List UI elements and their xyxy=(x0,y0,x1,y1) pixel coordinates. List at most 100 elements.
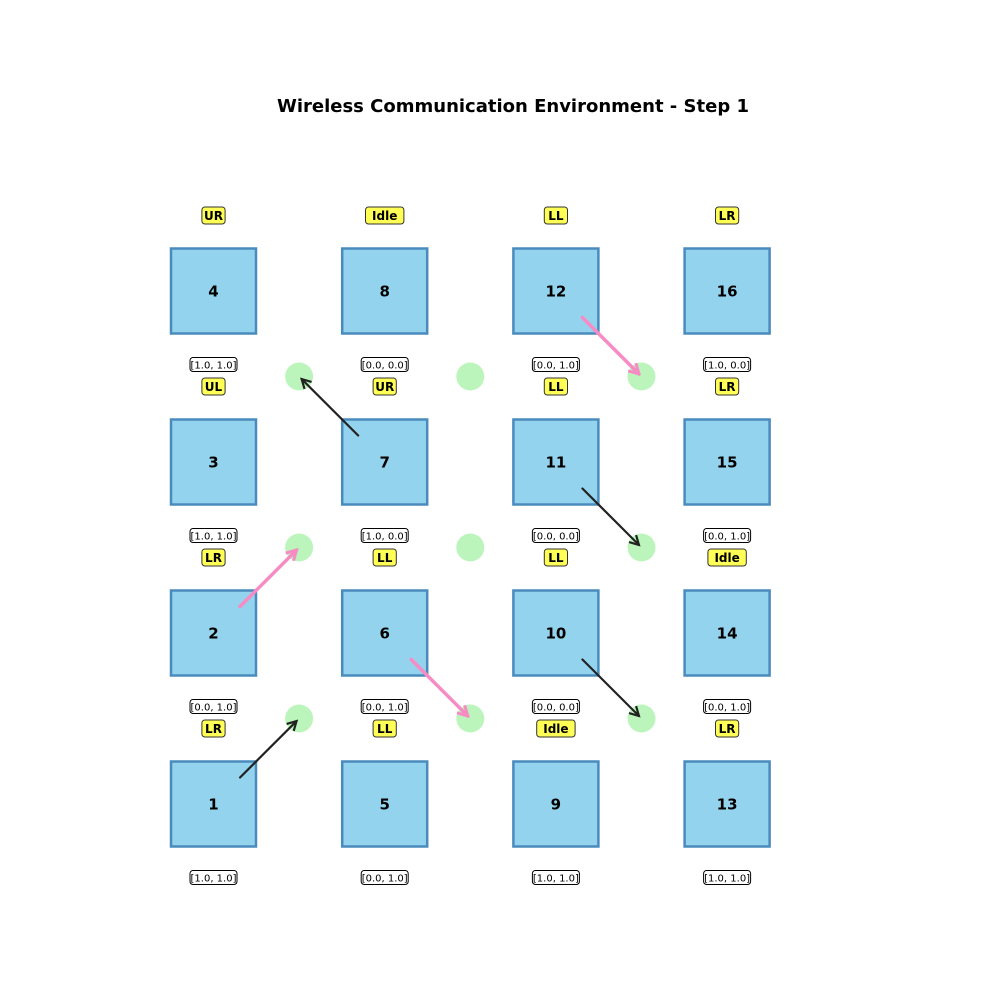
node-id-label: 10 xyxy=(545,625,566,643)
node-id-label: 7 xyxy=(379,454,389,472)
node-5: 5LL[0.0, 1.0] xyxy=(340,719,429,885)
node-13: 13 LR [1.0, 1.0] xyxy=(683,719,771,885)
state-badge xyxy=(531,870,580,885)
state-badge xyxy=(360,870,409,885)
state-label: [0.0, 0.0] xyxy=(533,703,579,714)
node-id-label: 4 xyxy=(208,283,218,301)
node-box xyxy=(683,418,771,506)
action-badge xyxy=(365,206,405,225)
node-2: 2 LR [0.0, 1.0] xyxy=(169,548,258,714)
node-id-label: 16 xyxy=(717,283,738,301)
action-badge xyxy=(201,377,226,396)
action-badge xyxy=(372,719,397,738)
action-label: LR xyxy=(205,722,222,736)
action-label: LR xyxy=(719,722,736,736)
action-label: LR xyxy=(719,380,736,394)
state-badge xyxy=(189,870,238,885)
action-badge xyxy=(543,548,568,567)
state-badge xyxy=(189,699,238,714)
node-7: 7UR[1.0, 0.0] xyxy=(340,377,429,543)
node-id-label: 13 xyxy=(717,796,738,814)
state-label: [0.0, 1.0] xyxy=(704,703,750,714)
transmission-arrow xyxy=(238,721,296,779)
state-label: [0.0, 0.0] xyxy=(533,532,579,543)
node-id-label: 5 xyxy=(379,796,389,814)
state-badge xyxy=(189,357,238,372)
action-badge xyxy=(201,548,226,567)
state-badge xyxy=(360,699,409,714)
node-4: 4 UR [1.0, 1.0] xyxy=(169,206,258,372)
action-label: LL xyxy=(548,380,564,394)
state-label: [1.0, 1.0] xyxy=(191,532,237,543)
action-badge xyxy=(536,719,576,738)
action-label: Idle xyxy=(543,722,568,736)
node-11: 11 LL [0.0, 0.0] xyxy=(512,377,600,543)
state-badge xyxy=(703,357,752,372)
state-badge xyxy=(531,699,580,714)
action-badge xyxy=(715,206,740,225)
state-label: [0.0, 0.0] xyxy=(362,361,408,372)
state-label: [0.0, 1.0] xyxy=(533,361,579,372)
action-badge xyxy=(707,548,747,567)
node-id-label: 1 xyxy=(208,796,218,814)
node-id-label: 12 xyxy=(545,283,566,301)
state-badge xyxy=(360,357,409,372)
action-label: UL xyxy=(205,380,223,394)
action-badge xyxy=(715,719,740,738)
node-id-label: 2 xyxy=(208,625,218,643)
diagram-title: Wireless Communication Environment - Ste… xyxy=(277,96,749,117)
state-badge xyxy=(703,528,752,543)
state-label: [1.0, 1.0] xyxy=(704,874,750,885)
node-id-label: 9 xyxy=(551,796,561,814)
state-badge xyxy=(531,528,580,543)
action-label: LR xyxy=(205,551,222,565)
node-box xyxy=(169,760,258,848)
action-badge xyxy=(201,206,226,225)
action-label: LL xyxy=(548,551,564,565)
node-id-label: 15 xyxy=(717,454,738,472)
transmission-arrow xyxy=(581,487,638,545)
state-label: [1.0, 0.0] xyxy=(704,361,750,372)
node-9: 9 Idle [1.0, 1.0] xyxy=(512,719,600,885)
access-point-marker xyxy=(456,362,485,391)
node-id-label: 6 xyxy=(379,625,389,643)
node-10: 10 LL [0.0, 0.0] xyxy=(512,548,600,714)
node-box xyxy=(683,760,771,848)
action-badge xyxy=(543,377,568,396)
state-label: [0.0, 1.0] xyxy=(191,703,237,714)
action-label: UR xyxy=(204,209,223,223)
node-box xyxy=(169,247,258,335)
state-badge xyxy=(703,870,752,885)
node-box xyxy=(169,418,258,506)
state-badge xyxy=(360,528,409,543)
transmission-arrow xyxy=(581,658,638,716)
action-badge xyxy=(201,719,226,738)
node-box xyxy=(340,247,429,335)
action-label: LL xyxy=(377,551,393,565)
node-id-label: 14 xyxy=(717,625,738,643)
node-id-label: 3 xyxy=(208,454,218,472)
state-label: [1.0, 1.0] xyxy=(533,874,579,885)
node-layer: 1LR[1.0, 1.0]2LR[0.0, 1.0]3UL[1.0, 1.0]4… xyxy=(169,206,771,885)
access-point-marker xyxy=(456,533,485,562)
node-1: 1 LR [1.0, 1.0] xyxy=(169,719,258,885)
state-label: [1.0, 1.0] xyxy=(191,361,237,372)
collision-arrow xyxy=(580,315,638,374)
state-label: [1.0, 1.0] xyxy=(191,874,237,885)
node-id-label: 8 xyxy=(379,283,389,301)
action-label: UR xyxy=(375,380,394,394)
action-label: LL xyxy=(377,722,393,736)
node-id-label: 11 xyxy=(545,454,566,472)
action-badge xyxy=(372,377,397,396)
state-badge xyxy=(189,528,238,543)
action-badge xyxy=(543,206,568,225)
collision-arrow xyxy=(409,657,467,716)
node-3: 3 UL [1.0, 1.0] xyxy=(169,377,258,543)
node-box xyxy=(683,247,771,335)
action-badge xyxy=(715,377,740,396)
